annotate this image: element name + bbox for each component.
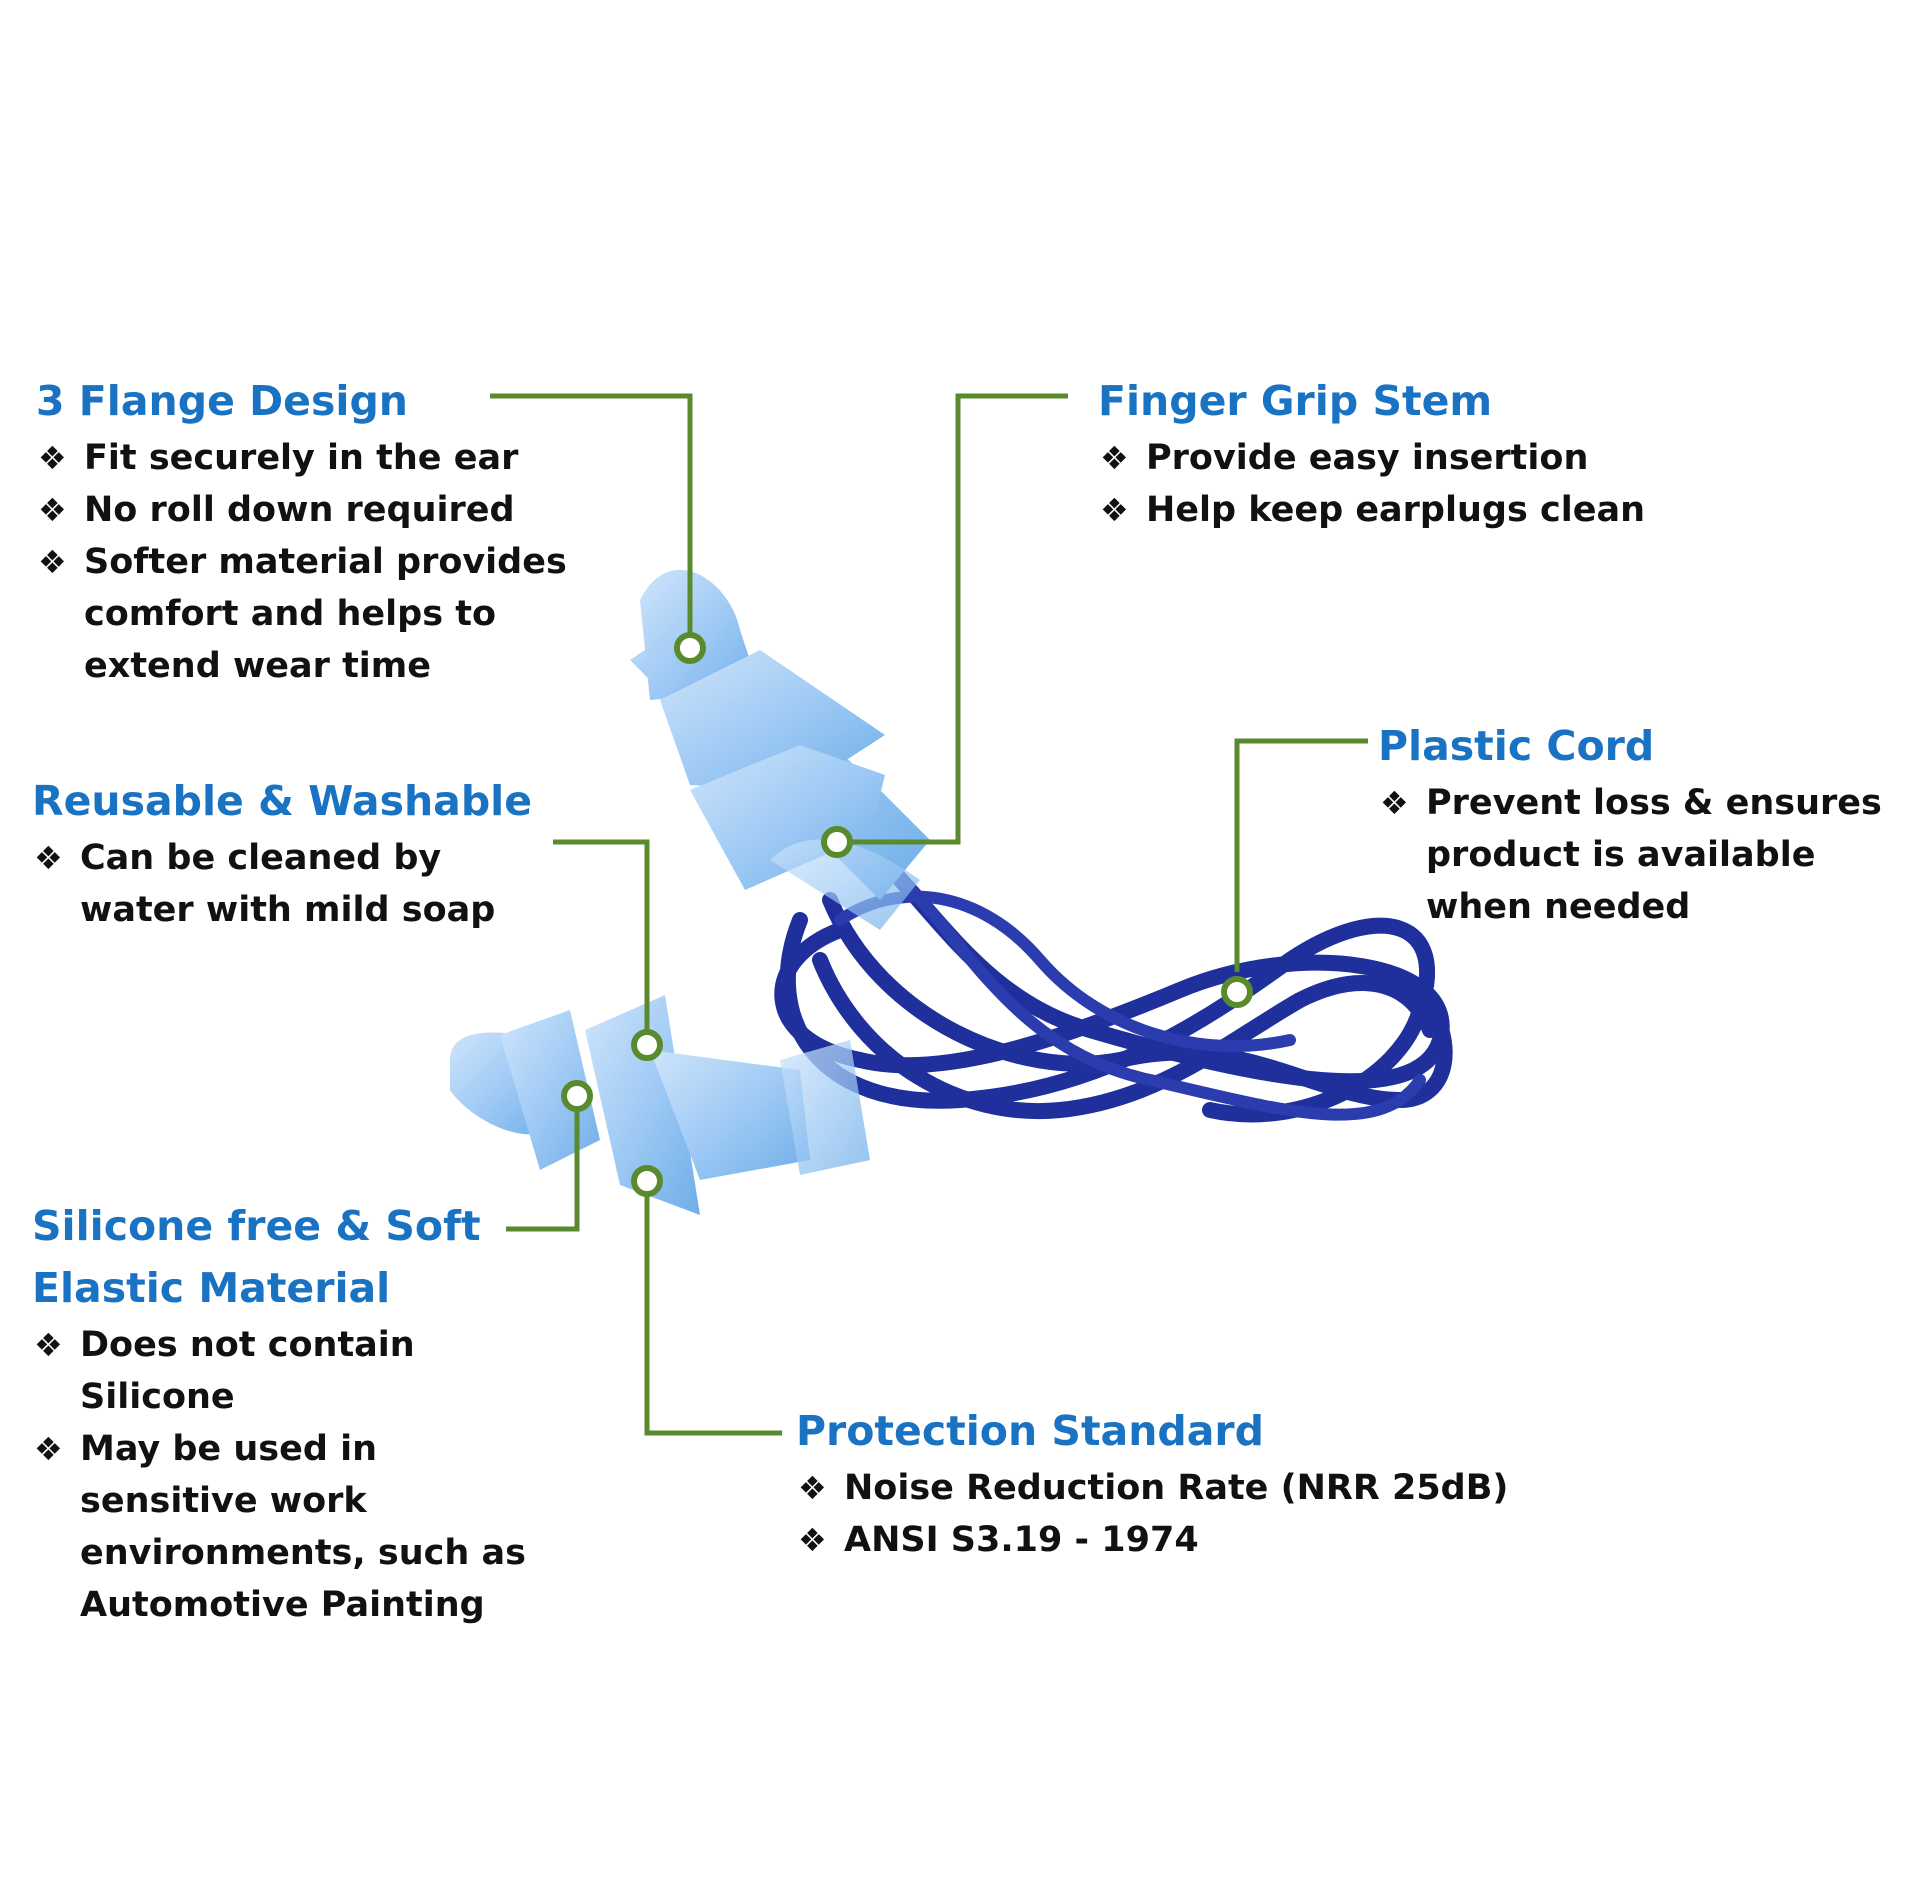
silicone-heading: Silicone free & Soft Elastic Material [32, 1202, 481, 1312]
feature-reusable-washable: Reusable & Washable ❖Can be cleaned by w… [32, 770, 552, 936]
cord-marker-dot [1221, 976, 1253, 1008]
standard-marker-dot [631, 1165, 663, 1197]
feature-finger-grip-stem: Finger Grip Stem ❖Provide easy insertion… [1098, 370, 1718, 536]
feature-protection-standard: Protection Standard ❖Noise Reduction Rat… [796, 1400, 1516, 1566]
standard-heading: Protection Standard [796, 1407, 1264, 1455]
four-diamond-bullet-icon: ❖ [798, 1521, 827, 1559]
standard-bullets: ❖Noise Reduction Rate (NRR 25dB) ❖ANSI S… [796, 1462, 1516, 1566]
four-diamond-bullet-icon: ❖ [38, 491, 67, 529]
four-diamond-bullet-icon: ❖ [1380, 784, 1409, 822]
list-item: ❖Softer material provides comfort and he… [36, 536, 616, 692]
silicone-connector-line [506, 1110, 580, 1232]
list-item: ❖Help keep earplugs clean [1098, 484, 1718, 536]
flange-connector-line [490, 393, 693, 648]
connector-lines [490, 393, 1368, 1436]
silicone-marker-dot [561, 1080, 593, 1112]
feature-plastic-cord: Plastic Cord ❖Prevent loss & ensures pro… [1378, 715, 1908, 933]
upper-earplug [630, 569, 930, 930]
list-item: ❖Provide easy insertion [1098, 432, 1718, 484]
cord-bullets: ❖Prevent loss & ensures product is avail… [1378, 777, 1908, 933]
four-diamond-bullet-icon: ❖ [798, 1469, 827, 1507]
four-diamond-bullet-icon: ❖ [34, 839, 63, 877]
reusable-bullets: ❖Can be cleaned by water with mild soap [32, 832, 552, 936]
four-diamond-bullet-icon: ❖ [38, 439, 67, 477]
stem-connector-line [837, 393, 1068, 845]
flange-bullets: ❖Fit securely in the ear ❖No roll down r… [36, 432, 616, 692]
feature-flange-design: 3 Flange Design ❖Fit securely in the ear… [36, 370, 616, 692]
connector-dots [561, 632, 1253, 1197]
four-diamond-bullet-icon: ❖ [34, 1430, 63, 1468]
four-diamond-bullet-icon: ❖ [1100, 491, 1129, 529]
list-item: ❖ANSI S3.19 - 1974 [796, 1514, 1516, 1566]
silicone-bullets: ❖Does not contain Silicone ❖May be used … [32, 1319, 552, 1631]
list-item: ❖Prevent loss & ensures product is avail… [1378, 777, 1908, 933]
cord-connector-line [1234, 738, 1368, 972]
cord-heading: Plastic Cord [1378, 722, 1655, 770]
list-item: ❖Noise Reduction Rate (NRR 25dB) [796, 1462, 1516, 1514]
list-item: ❖Does not contain Silicone [32, 1319, 552, 1423]
feature-silicone-free: Silicone free & Soft Elastic Material ❖D… [32, 1195, 552, 1631]
four-diamond-bullet-icon: ❖ [38, 543, 67, 581]
reusable-connector-line [553, 839, 650, 1041]
flange-marker-dot [674, 632, 706, 664]
four-diamond-bullet-icon: ❖ [1100, 439, 1129, 477]
list-item: ❖No roll down required [36, 484, 616, 536]
stem-bullets: ❖Provide easy insertion ❖Help keep earpl… [1098, 432, 1718, 536]
four-diamond-bullet-icon: ❖ [34, 1326, 63, 1364]
stem-heading: Finger Grip Stem [1098, 377, 1493, 425]
reusable-marker-dot [631, 1029, 663, 1061]
reusable-heading: Reusable & Washable [32, 777, 533, 825]
list-item: ❖Fit securely in the ear [36, 432, 616, 484]
list-item: ❖Can be cleaned by water with mild soap [32, 832, 552, 936]
stem-marker-dot [821, 826, 853, 858]
list-item: ❖May be used in sensitive work environme… [32, 1423, 552, 1631]
flange-heading: 3 Flange Design [36, 377, 408, 425]
standard-connector-line [644, 1196, 782, 1436]
